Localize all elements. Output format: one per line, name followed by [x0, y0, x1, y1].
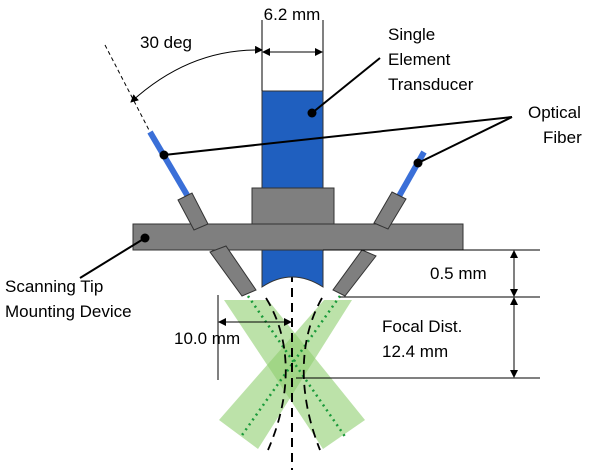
transducer-leader-dot [307, 108, 317, 118]
offset-dimension-label: 10.0 mm [174, 329, 240, 348]
transducer-leader-line [311, 57, 381, 114]
mount-leader-line [79, 237, 146, 279]
left-fiber-ferrule-upper [177, 192, 209, 231]
optical-fiber-label-line-2: Fiber [543, 128, 582, 147]
gap-dimension-label: 0.5 mm [430, 264, 487, 283]
transducer-label-line-2: Element [388, 50, 451, 69]
right-fiber-ferrule-lower [332, 249, 377, 297]
left-fiber-ferrule-lower [209, 245, 257, 297]
width-dimension-label: 6.2 mm [264, 5, 321, 24]
mounting-device-label-line-1: Scanning Tip [5, 277, 103, 296]
mount-leader-dot [140, 233, 150, 243]
fiber-leader-right [417, 116, 513, 164]
transducer-housing [251, 187, 335, 226]
left-fiber-axis-dashed [104, 44, 151, 133]
right-beam-dotted-line [238, 295, 342, 439]
fiber-leader-left [163, 116, 513, 156]
right-fiber-assembly [332, 150, 427, 297]
left-fiber-assembly [104, 44, 257, 297]
optical-fiber-label-line-1: Optical [528, 103, 581, 122]
right-fiber-ferrule-upper [373, 191, 407, 230]
acoustic-beam-right-curve [302, 297, 323, 451]
focal-distance-label-line-2: 12.4 mm [382, 342, 448, 361]
mounting-device-label-line-2: Mounting Device [5, 302, 132, 321]
fiber-leader-right-dot [413, 158, 423, 168]
left-optical-fiber [147, 130, 193, 202]
angle-arc [130, 45, 263, 103]
acoustic-beam-left-curve [265, 297, 287, 451]
fiber-leader-left-dot [159, 150, 169, 160]
scanning-tip-mounting-plate [132, 223, 464, 251]
angle-label: 30 deg [140, 33, 192, 52]
transducer-label-line-1: Single [388, 25, 435, 44]
focal-distance-label-line-1: Focal Dist. [382, 317, 462, 336]
transducer-label-line-3: Transducer [388, 75, 474, 94]
right-optical-fiber [395, 150, 427, 200]
